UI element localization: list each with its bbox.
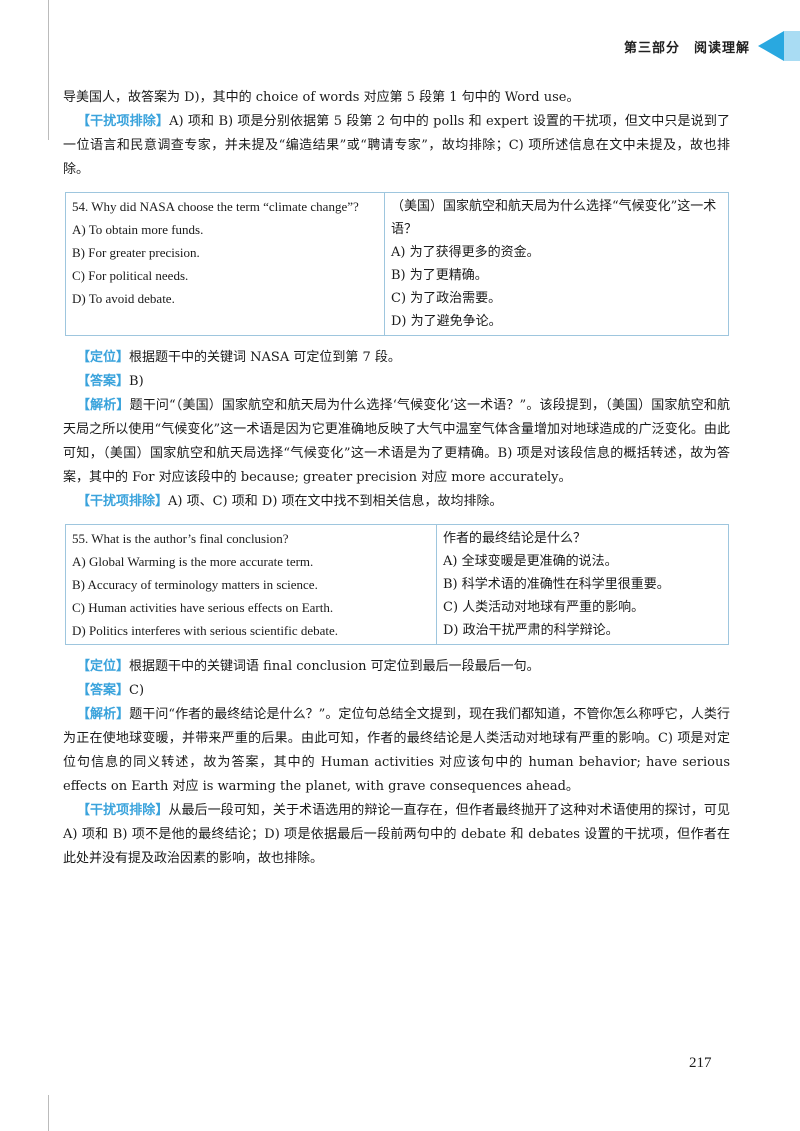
q55-option-b-en: B) Accuracy of terminology matters in sc… xyxy=(72,577,318,592)
q54-option-c-en: C) For political needs. xyxy=(72,268,189,283)
analysis-tag: 【解析】 xyxy=(77,398,130,413)
q54-option-a-en: A) To obtain more funds. xyxy=(72,222,204,237)
distractor-text: A) 项和 B) 项是分别依据第 5 段第 2 句中的 polls 和 expe… xyxy=(63,114,730,177)
q55-chinese: 作者的最终结论是什么？ A) 全球变暖是更准确的说法。 B) 科学术语的准确性在… xyxy=(436,524,729,645)
header-section: 第三部分 xyxy=(623,40,680,56)
q54-question-zh: （美国）国家航空和航天局为什么选择“气候变化”这一术语？ xyxy=(391,199,717,237)
locate-tag: 【定位】 xyxy=(77,350,130,365)
q55-option-d-en: D) Politics interferes with serious scie… xyxy=(72,623,339,638)
answer-tag: 【答案】 xyxy=(77,683,130,698)
q55-option-d-zh: D) 政治干扰严肃的科学辩论。 xyxy=(443,623,619,638)
answer-text: B) xyxy=(129,374,144,389)
distractor-text: A) 项、C) 项和 D) 项在文中找不到相关信息，故均排除。 xyxy=(168,494,503,509)
header-section-title: 阅读理解 xyxy=(693,40,750,56)
distractor-tag: 【干扰项排除】 xyxy=(77,494,169,509)
margin-rule-top xyxy=(48,0,49,140)
answer-tag: 【答案】 xyxy=(77,374,130,389)
q54-option-c-zh: C) 为了政治需要。 xyxy=(391,291,502,306)
q54-chinese: （美国）国家航空和航天局为什么选择“气候变化”这一术语？ A) 为了获得更多的资… xyxy=(384,192,729,336)
q55-option-b-zh: B) 科学术语的准确性在科学里很重要。 xyxy=(443,577,670,592)
intro-line: 导美国人，故答案为 D)，其中的 choice of words 对应第 5 段… xyxy=(63,90,580,105)
page-content: 导美国人，故答案为 D)，其中的 choice of words 对应第 5 段… xyxy=(63,86,730,871)
q54-question-en: 54. Why did NASA choose the term “climat… xyxy=(72,199,359,214)
running-header: 第三部分阅读理解 xyxy=(624,28,800,64)
q55-distractor: 【干扰项排除】从最后一段可知，关于术语选用的辩论一直存在，但作者最终抛开了这种对… xyxy=(63,799,730,871)
q55-option-a-en: A) Global Warming is the more accurate t… xyxy=(72,554,314,569)
locate-text: 根据题干中的关键词 NASA 可定位到第 7 段。 xyxy=(129,350,401,365)
q54-option-d-zh: D) 为了避免争论。 xyxy=(391,314,502,329)
locate-text: 根据题干中的关键词语 final conclusion 可定位到最后一段最后一句… xyxy=(129,659,540,674)
distractor-text: 从最后一段可知，关于术语选用的辩论一直存在，但作者最终抛开了这种对术语使用的探讨… xyxy=(63,803,730,866)
q54-option-b-en: B) For greater precision. xyxy=(72,245,200,260)
q54-option-a-zh: A) 为了获得更多的资金。 xyxy=(391,245,540,260)
analysis-text: 题干问“（美国）国家航空和航天局为什么选择‘气候变化’这一术语？”。该段提到，（… xyxy=(63,398,730,485)
q54-locate: 【定位】根据题干中的关键词 NASA 可定位到第 7 段。 xyxy=(63,346,730,370)
intro-distractor: 【干扰项排除】A) 项和 B) 项是分别依据第 5 段第 2 句中的 polls… xyxy=(63,110,730,182)
margin-rule-bottom xyxy=(48,1095,49,1131)
q55-english: 55. What is the author’s final conclusio… xyxy=(65,524,437,645)
q54-option-d-en: D) To avoid debate. xyxy=(72,291,175,306)
q55-option-c-en: C) Human activities have serious effects… xyxy=(72,600,334,615)
q55-analysis: 【解析】题干问“作者的最终结论是什么？”。定位句总结全文提到，现在我们都知道，不… xyxy=(63,703,730,799)
distractor-tag: 【干扰项排除】 xyxy=(77,114,170,129)
q54-option-b-zh: B) 为了更精确。 xyxy=(391,268,488,283)
header-title: 第三部分阅读理解 xyxy=(624,37,750,56)
q54-analysis: 【解析】题干问“（美国）国家航空和航天局为什么选择‘气候变化’这一术语？”。该段… xyxy=(63,394,730,490)
q54-answer: 【答案】B) xyxy=(63,370,730,394)
q55-option-a-zh: A) 全球变暖是更准确的说法。 xyxy=(443,554,618,569)
analysis-tag: 【解析】 xyxy=(77,707,130,722)
q55-locate: 【定位】根据题干中的关键词语 final conclusion 可定位到最后一段… xyxy=(63,655,730,679)
q54-english: 54. Why did NASA choose the term “climat… xyxy=(65,192,385,336)
question-54-table: 54. Why did NASA choose the term “climat… xyxy=(65,192,729,336)
q55-question-en: 55. What is the author’s final conclusio… xyxy=(72,531,289,546)
q55-question-zh: 作者的最终结论是什么？ xyxy=(443,531,587,546)
q54-distractor: 【干扰项排除】A) 项、C) 项和 D) 项在文中找不到相关信息，故均排除。 xyxy=(63,490,730,514)
question-55-table: 55. What is the author’s final conclusio… xyxy=(65,524,729,645)
q55-option-c-zh: C) 人类活动对地球有严重的影响。 xyxy=(443,600,645,615)
answer-text: C) xyxy=(129,683,145,698)
locate-tag: 【定位】 xyxy=(77,659,130,674)
distractor-tag: 【干扰项排除】 xyxy=(77,803,169,818)
page-number: 217 xyxy=(689,1055,712,1071)
header-tab-bar xyxy=(784,31,800,61)
header-arrow-icon xyxy=(758,31,784,61)
analysis-text: 题干问“作者的最终结论是什么？”。定位句总结全文提到，现在我们都知道，不管你怎么… xyxy=(63,707,730,794)
q55-answer: 【答案】C) xyxy=(63,679,730,703)
